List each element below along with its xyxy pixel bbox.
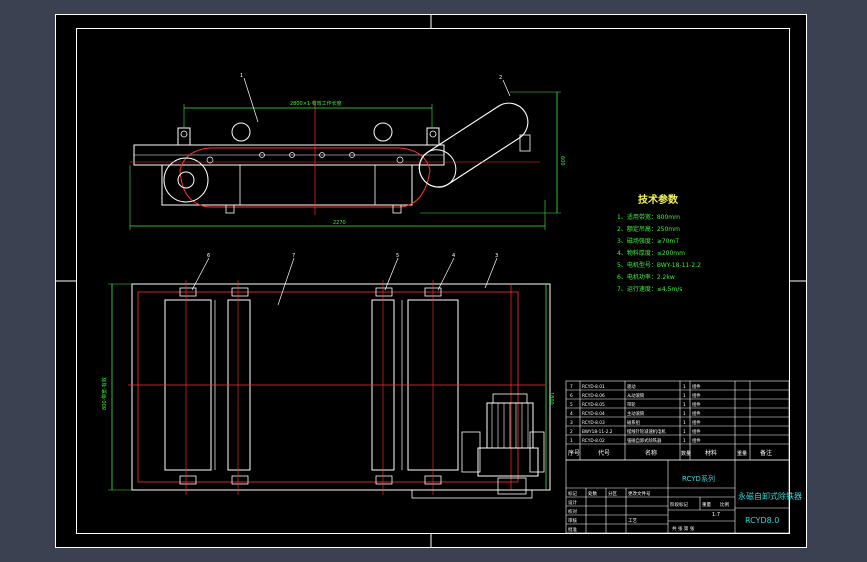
bom-cell-no: 7 [570, 384, 573, 390]
bom-header-code: 代号 [598, 449, 610, 457]
tb-col-change: 更改文件号 [628, 490, 651, 497]
bom-header-name: 名称 [645, 449, 657, 457]
weight-label: 重量 [702, 501, 711, 508]
bom-cell-code: RCYD-8.05 [582, 402, 605, 408]
tb-col-mark: 标记 [568, 490, 577, 497]
bom-cell-qty: 1 [683, 429, 686, 435]
sheet-label: 共 张 第 张 [672, 525, 695, 532]
bom-cell-name: 从动滚筒 [627, 392, 645, 399]
bom-cell-name: 强磁自卸式除铁器 [627, 437, 662, 444]
bom-cell-code: RCYD-8.06 [582, 393, 605, 399]
bom-cell-mat: 组件 [692, 437, 701, 444]
tech-param-4: 4、物料厚度：≤200mm [617, 249, 685, 257]
leader-label-5: 5 [396, 253, 399, 259]
tb-row-review: 审核 [568, 517, 577, 524]
tech-param-6: 6、电机功率：2.2kw [617, 273, 675, 281]
bom-header-qty: 数量 [681, 450, 691, 457]
bom-cell-code: RCYD-8.03 [582, 420, 605, 426]
tech-param-3: 3、磁场强度：≥70mT [617, 237, 679, 245]
tech-params: 技术参数 1、适用带宽：800mm 2、额定吊高：250mm 3、磁场强度：≥7… [617, 193, 701, 293]
bom-cell-qty: 1 [683, 384, 686, 390]
bom-cell-name: 磁系组 [627, 419, 641, 426]
tb-row-process: 工艺 [628, 518, 637, 524]
bom-cell-no: 3 [570, 420, 573, 426]
bom-cell-qty: 1 [683, 402, 686, 408]
stage-label: 阶段标记 [670, 501, 688, 508]
dim-top-length: 2270 [333, 220, 346, 226]
leader-label-1: 1 [240, 73, 243, 79]
bom-cell-code: RCYD-8.01 [582, 384, 605, 390]
bom-cell-qty: 1 [683, 393, 686, 399]
tech-param-5: 5、电机型号：BWY-18-11-2.2 [617, 261, 701, 269]
title-block: RCYD系列 永磁自卸式除铁器 RCYD8.0 1:7 阶段标记 重量 比例 共… [568, 474, 802, 533]
title-block-grid [565, 459, 790, 534]
bom-cell-mat: 组件 [692, 410, 701, 417]
leader-label-3: 3 [495, 253, 498, 259]
dim-front-left: 800·带宽·有效 [101, 377, 108, 410]
leader-label-2: 2 [499, 75, 502, 81]
bom-cell-qty: 1 [683, 438, 686, 444]
bom-cell-code: RCYD-8.04 [582, 411, 605, 417]
bom-cell-qty: 1 [683, 411, 686, 417]
tech-params-title: 技术参数 [638, 193, 679, 206]
bom-cell-mat: 组件 [692, 383, 701, 390]
leader-label-4: 4 [452, 253, 455, 259]
sheet-background [55, 14, 807, 548]
bom-cell-mat: 组件 [692, 419, 701, 426]
tech-param-1: 1、适用带宽：800mm [617, 213, 680, 221]
leader-label-6: 6 [207, 253, 210, 259]
bom-cell-qty: 1 [683, 420, 686, 426]
tb-col-zone: 分区 [608, 490, 617, 497]
tb-row-check: 校对 [568, 508, 577, 515]
bom-header-mass: 重量 [737, 450, 747, 457]
product-name: 永磁自卸式除铁器 [738, 491, 802, 501]
dim-front-width: 1800 [548, 392, 554, 405]
bom-header-no: 序号 [568, 449, 580, 457]
leader-label-7: 7 [292, 253, 295, 259]
scale-label: 比例 [720, 501, 729, 508]
bom-cell-mat: 组件 [692, 392, 701, 399]
bom-cell-no: 1 [570, 438, 573, 444]
series-label: RCYD系列 [682, 474, 715, 483]
tb-row-design: 设计 [568, 499, 577, 506]
tb-row-approve: 批准 [568, 526, 577, 533]
tb-col-count: 处数 [588, 490, 597, 497]
dim-top-span: 2800×1·有效工作长度 [290, 100, 342, 107]
bom-cell-no: 5 [570, 402, 573, 408]
bom-cell-no: 2 [570, 429, 573, 435]
bom-cell-code: RCYD-8.02 [582, 438, 605, 444]
bom-header: 序号 代号 名称 数量 材料 重量 备注 [568, 449, 772, 457]
plan-view: 800·带宽·有效 1800 6 7 5 4 3 [101, 253, 554, 499]
bom-header-note: 备注 [760, 449, 772, 457]
bom-cell-no: 6 [570, 393, 573, 399]
bom-cell-name: 摆线针轮减速机电机 [627, 428, 666, 435]
bom-cell-mat: 组件 [692, 401, 701, 408]
center-marks [55, 14, 807, 548]
bom-cell-name: 带轮 [627, 401, 636, 408]
drawing-number: RCYD8.0 [745, 516, 779, 525]
bom-header-mat: 材料 [705, 449, 717, 457]
bom-cell-no: 4 [570, 411, 573, 417]
bom-cell-code: BWY18-11-2.2 [582, 429, 613, 435]
side-elevation-view: 2800×1·有效工作长度 2270 600 1 2 [129, 73, 565, 230]
bom-cell-name: 主动滚筒 [627, 410, 645, 417]
tech-param-7: 7、运行速度：≤4.5m/s [617, 285, 682, 293]
bom-cell-name: 驱动 [627, 383, 636, 390]
scale-value: 1:7 [712, 512, 720, 518]
dim-right-height: 600 [559, 156, 565, 166]
bom-cell-mat: 组件 [692, 428, 701, 435]
tech-param-2: 2、额定吊高：250mm [617, 225, 680, 233]
